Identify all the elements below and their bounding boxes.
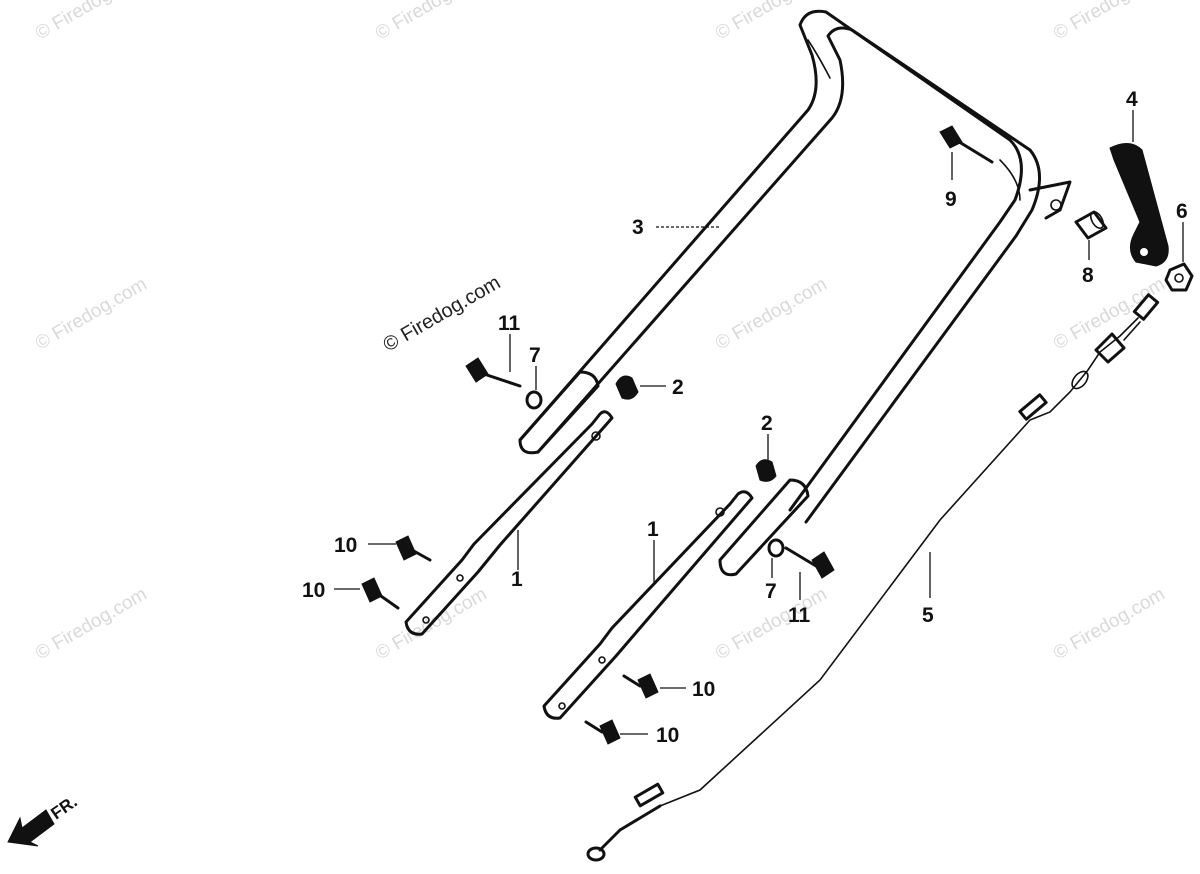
lower-handle-part-1-right (542, 490, 754, 720)
callout-1: 1 (511, 568, 523, 591)
callout-9: 9 (945, 188, 957, 211)
watermark: © Firedog.com (32, 274, 151, 355)
callout-2: 2 (672, 376, 684, 399)
callout-2: 2 (761, 412, 773, 435)
front-indicator: FR. (7, 792, 81, 847)
nut-part-6 (1164, 262, 1194, 292)
lower-handle-part-1-left (404, 410, 614, 636)
callout-5: 5 (922, 604, 934, 627)
washer-part-7-right (767, 538, 785, 558)
collar-part-8 (1074, 210, 1108, 240)
callout-labels: 3 4 6 8 9 11 7 2 2 1 1 10 10 10 10 7 11 … (302, 88, 1188, 747)
callout-7: 7 (529, 344, 541, 367)
clip-part-2-upper (615, 375, 639, 400)
lever-part-4 (1109, 143, 1169, 267)
callout-10: 10 (302, 579, 325, 602)
watermark: © Firedog.com (1050, 0, 1169, 44)
callout-11: 11 (498, 312, 521, 335)
watermark-grid: © Firedog.com © Firedog.com © Firedog.co… (32, 0, 1169, 664)
callout-11: 11 (788, 604, 811, 627)
callout-7: 7 (765, 580, 777, 603)
watermark: © Firedog.com (32, 584, 151, 665)
cable-part-5 (586, 293, 1160, 862)
callout-3: 3 (632, 216, 644, 239)
bolt-part-10-b (361, 577, 400, 610)
bolt-part-10-a (395, 535, 432, 562)
handle-part-3 (518, 9, 1072, 577)
brand-watermark: © Firedog.com (380, 272, 505, 357)
washer-part-7-left (525, 390, 543, 410)
callout-4: 4 (1126, 88, 1138, 111)
front-arrow-icon (7, 809, 55, 847)
watermark: © Firedog.com (1050, 274, 1169, 355)
callout-10: 10 (692, 678, 715, 701)
bolt-part-11-left (465, 357, 522, 388)
bolt-part-10-c (622, 673, 659, 699)
callout-10: 10 (334, 534, 357, 557)
watermark: © Firedog.com (372, 0, 491, 44)
bolt-part-10-d (584, 719, 621, 745)
front-label: FR. (47, 792, 80, 823)
callout-8: 8 (1082, 264, 1094, 287)
callout-1: 1 (647, 518, 659, 541)
callout-10: 10 (656, 724, 679, 747)
watermark: © Firedog.com (712, 0, 831, 44)
callout-6: 6 (1176, 200, 1188, 223)
bolt-part-11-right (784, 546, 835, 579)
clip-part-2-lower (755, 459, 777, 482)
watermark: © Firedog.com (32, 0, 151, 44)
watermark: © Firedog.com (712, 274, 831, 355)
watermark: © Firedog.com (1050, 584, 1169, 665)
leader-lines (334, 110, 1184, 735)
bolt-part-9 (939, 125, 994, 164)
